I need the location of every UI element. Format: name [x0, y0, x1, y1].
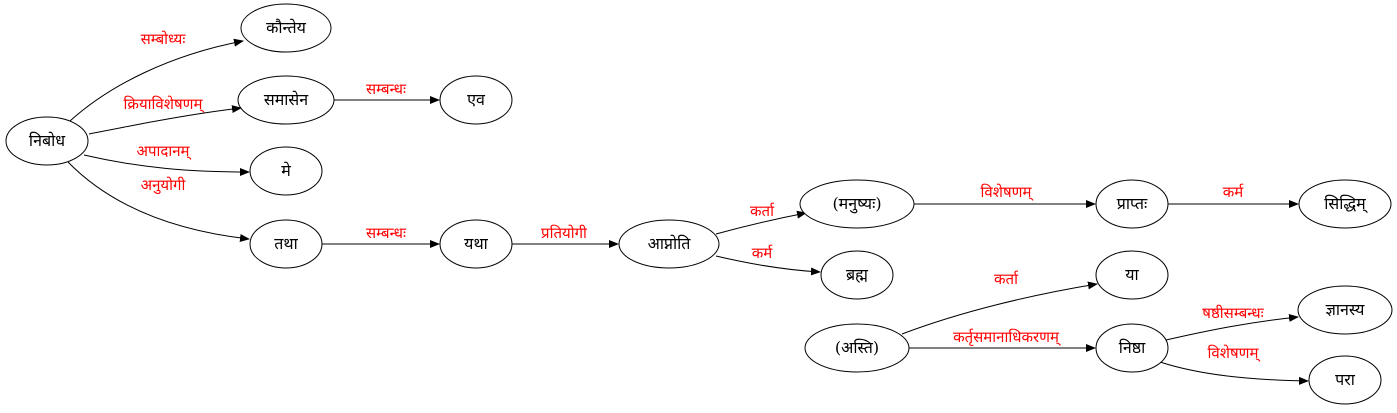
node-tatha: तथा: [249, 219, 323, 269]
edge-arrow: [67, 161, 250, 242]
node-label: कौन्तेय: [266, 18, 306, 37]
edge-nibodha-tatha: अनुयोगी: [67, 161, 250, 242]
node-label: या: [1125, 265, 1139, 284]
edge-label: प्रतियोगी: [541, 224, 588, 242]
edge-label: कर्म: [752, 244, 774, 262]
node-samasena: समासेन: [237, 75, 335, 125]
edge-praptah-siddhim: कर्म: [1168, 183, 1299, 208]
edge-arrow: [1159, 361, 1309, 385]
node-ellipse: [249, 219, 323, 269]
node-ellipse: [249, 146, 323, 196]
node-ellipse: [618, 219, 720, 269]
node-ellipse: [5, 116, 89, 166]
node-ellipse: [439, 219, 513, 269]
edge-label: विशेषणम्: [1208, 344, 1261, 362]
node-asti: (अस्ति): [804, 323, 910, 373]
node-eva: एव: [439, 75, 513, 125]
node-ellipse: [804, 323, 910, 373]
edge-label: विशेषणम्: [981, 183, 1034, 201]
node-label: परा: [1335, 370, 1356, 389]
node-label: सिद्धिम्: [1324, 194, 1368, 214]
edge-arrow: [715, 255, 821, 276]
node-label: समासेन: [264, 90, 309, 109]
edge-nibodha-samasena: क्रियाविशेषणम्: [88, 95, 242, 135]
nodes: निबोध कौन्तेय समासेन एव मे तथा यथा आप्नोति (मनुष…: [5, 3, 1393, 405]
node-kaunteya: कौन्तेय: [240, 3, 332, 53]
node-ellipse: [1095, 323, 1169, 373]
node-label: (अस्ति): [835, 338, 879, 357]
edge-apnoti-manushyah: कर्ता: [715, 202, 807, 235]
node-label: एव: [467, 90, 486, 109]
edge-nishtha-para: विशेषणम्: [1159, 344, 1309, 385]
node-label: निबोध: [29, 131, 66, 150]
edge-label: कर्ता: [750, 202, 775, 220]
edge-nishtha-jnanasya: षष्ठीसम्बन्धः: [1165, 304, 1299, 341]
node-ellipse: [799, 179, 915, 229]
node-label: ज्ञानस्य: [1326, 300, 1366, 319]
edge-label: क्रियाविशेषणम्: [124, 95, 205, 113]
node-label: तथा: [274, 234, 298, 253]
node-praptah: प्राप्तः: [1095, 179, 1169, 229]
node-label: प्राप्तः: [1117, 194, 1148, 213]
node-ellipse: [1298, 179, 1392, 229]
edge-samasena-eva: सम्बन्धः: [334, 80, 440, 104]
node-brahma: ब्रह्म: [820, 250, 894, 300]
edge-arrow: [83, 154, 250, 176]
edge-arrow: [1165, 313, 1299, 341]
edge-label: अनुयोगी: [141, 176, 187, 195]
edge-label: सम्बोध्यः: [141, 30, 187, 48]
edge-arrow: [88, 105, 242, 135]
edge-label: कर्म: [1223, 183, 1245, 201]
node-nibodha: निबोध: [5, 116, 89, 166]
edge-asti-nishtha: कर्तृसमानाधिकरणम्: [909, 328, 1096, 352]
node-apnoti: आप्नोति: [618, 219, 720, 269]
node-ellipse: [820, 250, 894, 300]
node-manushyah: (मनुष्यः): [799, 179, 915, 229]
edge-nibodha-kaunteya: सम्बोध्यः: [69, 30, 244, 122]
node-label: निष्ठा: [1119, 338, 1146, 357]
edge-nibodha-me: अपादानम्: [83, 142, 250, 176]
node-yatha: यथा: [439, 219, 513, 269]
node-me: मे: [249, 146, 323, 196]
edge-label: अपादानम्: [136, 142, 191, 160]
edge-yatha-apnoti: प्रतियोगी: [512, 224, 619, 248]
edge-arrow: [715, 210, 807, 235]
edge-manushyah-praptah: विशेषणम्: [914, 183, 1096, 208]
node-ellipse: [240, 3, 332, 53]
node-label: मे: [281, 161, 291, 180]
node-ellipse: [1308, 355, 1382, 405]
node-label: ब्रह्म: [846, 265, 869, 284]
edge-tatha-yatha: सम्बन्धः: [322, 224, 440, 248]
edge-label: कर्ता: [994, 270, 1019, 288]
node-label: यथा: [464, 234, 489, 253]
node-ya: या: [1095, 250, 1169, 300]
node-siddhim: सिद्धिम्: [1298, 179, 1392, 229]
node-label: आप्नोति: [648, 234, 692, 253]
edge-arrow: [69, 38, 244, 122]
edge-label: सम्बन्धः: [366, 224, 407, 242]
edge-arrow: [901, 281, 1098, 335]
node-ellipse: [439, 75, 513, 125]
node-ellipse: [237, 75, 335, 125]
node-para: परा: [1308, 355, 1382, 405]
node-ellipse: [1297, 285, 1393, 335]
edge-label: सम्बन्धः: [366, 80, 407, 98]
node-nishtha: निष्ठा: [1095, 323, 1169, 373]
edge-apnoti-brahma: कर्म: [715, 244, 821, 276]
edge-label: कर्तृसमानाधिकरणम्: [953, 328, 1061, 347]
node-label: (मनुष्यः): [832, 194, 881, 214]
edge-label: षष्ठीसम्बन्धः: [1202, 304, 1264, 322]
node-ellipse: [1095, 179, 1169, 229]
node-ellipse: [1095, 250, 1169, 300]
edge-asti-ya: कर्ता: [901, 270, 1098, 335]
node-jnanasya: ज्ञानस्य: [1297, 285, 1393, 335]
edges: सम्बोध्यः क्रियाविशेषणम् सम्बन्धः अपादानम् अ…: [67, 30, 1309, 385]
